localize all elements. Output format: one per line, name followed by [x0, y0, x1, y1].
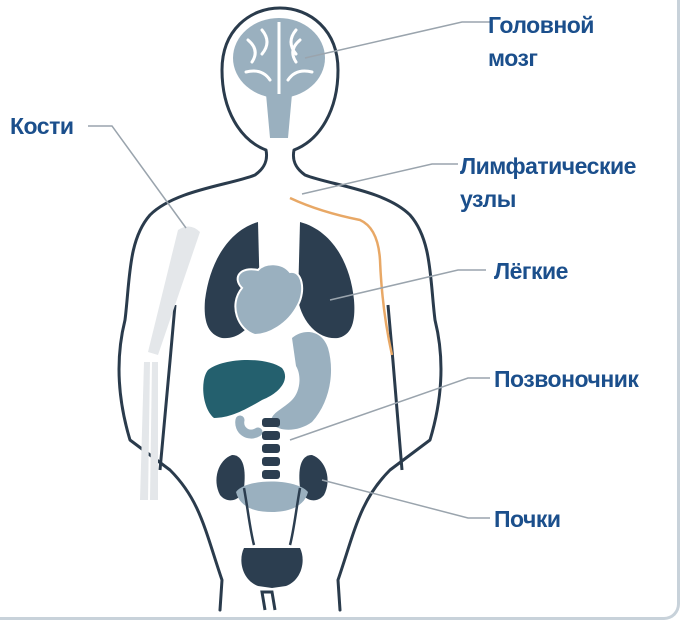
intestine [240, 420, 258, 434]
leader-lymph [302, 164, 458, 194]
label-lungs: Лёгкие [494, 258, 568, 284]
label-lymph-line2: узлы [460, 186, 516, 212]
liver [203, 360, 285, 418]
label-kidneys: Почки [494, 506, 561, 532]
label-bones: Кости [10, 113, 73, 139]
label-brain-line2: мозг [488, 45, 537, 71]
leader-kidneys [322, 480, 490, 518]
leg-gap-outline [262, 592, 275, 610]
label-lymph-line1: Лимфатические [460, 153, 636, 179]
brain-stem [266, 94, 292, 138]
brain [233, 18, 325, 138]
right-arm-inner-outline [388, 305, 402, 470]
leader-bones [88, 126, 186, 228]
label-spine: Позвоночник [494, 366, 639, 392]
label-brain-line1: Головной [488, 12, 594, 38]
bladder [241, 548, 302, 588]
heart [235, 264, 302, 335]
